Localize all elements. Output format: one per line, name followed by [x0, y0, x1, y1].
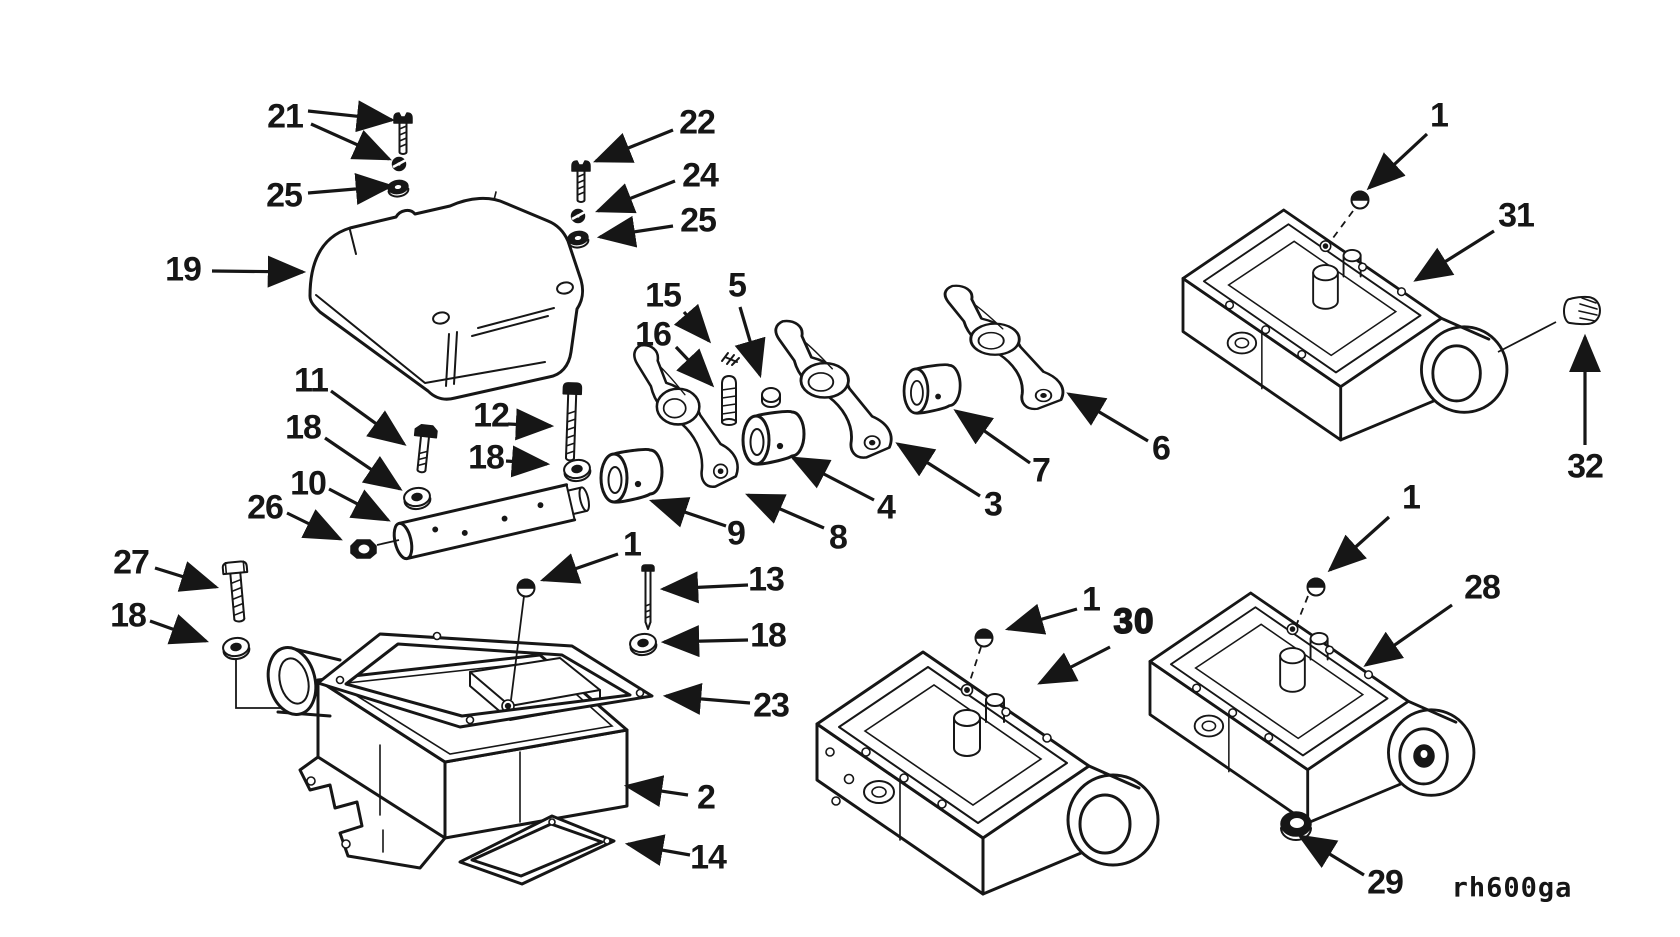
callout-arrow-28: [1363, 603, 1453, 667]
callout-arrow-11: [330, 389, 407, 446]
callout-arrow-4: [790, 456, 875, 502]
callout-arrow-30: [1037, 645, 1111, 685]
callout-arrow-1: [539, 552, 619, 584]
callout-arrow-2: [623, 775, 689, 807]
callout-arrow-16: [674, 345, 715, 388]
callout-arrow-18: [505, 445, 551, 478]
callout-arrow-18: [149, 614, 210, 645]
callout-arrow-1: [1327, 515, 1391, 573]
part-23-gasket: [316, 631, 654, 729]
callout-arrow-7: [953, 409, 1031, 465]
callout-arrow-26: [286, 509, 343, 541]
part-16-pin: [721, 375, 737, 426]
callout-arrow-5: [734, 306, 766, 379]
part-30-rocker-housing: [815, 650, 1160, 896]
callout-arrow-25: [596, 215, 674, 248]
callout-arrow-22: [593, 128, 674, 163]
callout-arrow-23: [662, 682, 751, 715]
callout-arrow-10: [328, 487, 391, 522]
callout-arrow-21: [307, 100, 396, 133]
part-14-gasket: [458, 814, 616, 886]
callout-arrow-3: [895, 442, 981, 498]
leader-line-6: [1497, 321, 1557, 353]
part-28-rocker-housing: [1148, 591, 1476, 825]
part-2-housing: [266, 646, 629, 870]
callout-arrow-1: [1004, 603, 1078, 635]
part-26-nut: [350, 539, 377, 559]
callout-arrow-6: [1066, 392, 1149, 443]
callout-arrow-13: [659, 571, 749, 604]
leader-line-0: [510, 595, 525, 701]
leader-line-2: [235, 658, 281, 709]
leader-lines: [235, 210, 1557, 709]
part-29-plug: [1280, 811, 1312, 841]
callout-arrows: [149, 100, 1601, 877]
callout-arrow-31: [1413, 229, 1495, 282]
leader-line-4: [968, 646, 982, 685]
callout-arrow-18: [324, 436, 403, 491]
callout-arrow-24: [595, 179, 676, 214]
callout-arrow-14: [624, 834, 691, 866]
callout-arrow-27: [154, 561, 220, 592]
callout-arrow-25: [307, 173, 395, 205]
callout-arrow-8: [745, 493, 825, 530]
callout-arrow-18: [660, 625, 749, 658]
part-5-cap: [761, 387, 781, 408]
callout-arrow-19: [211, 255, 307, 288]
callout-arrow-9: [648, 497, 727, 528]
callout-arrow-21: [310, 122, 392, 161]
part-27-bolt: [221, 560, 249, 623]
callout-arrow-15: [673, 303, 712, 344]
callout-arrow-12: [507, 408, 555, 441]
part-12-bolt: [562, 382, 583, 462]
part-10-rocker-shaft: [392, 483, 590, 561]
part-13-bolt: [641, 564, 655, 630]
part-11-bolt: [413, 423, 439, 474]
callout-arrow-1: [1366, 132, 1429, 191]
leader-line-5: [1295, 595, 1309, 627]
callout-arrow-29: [1297, 834, 1365, 877]
figure-code: rh600ga: [1451, 872, 1573, 904]
leader-line-1: [376, 539, 400, 546]
part-15-retainer-clip: [721, 352, 740, 366]
leader-line-3: [1329, 210, 1354, 243]
